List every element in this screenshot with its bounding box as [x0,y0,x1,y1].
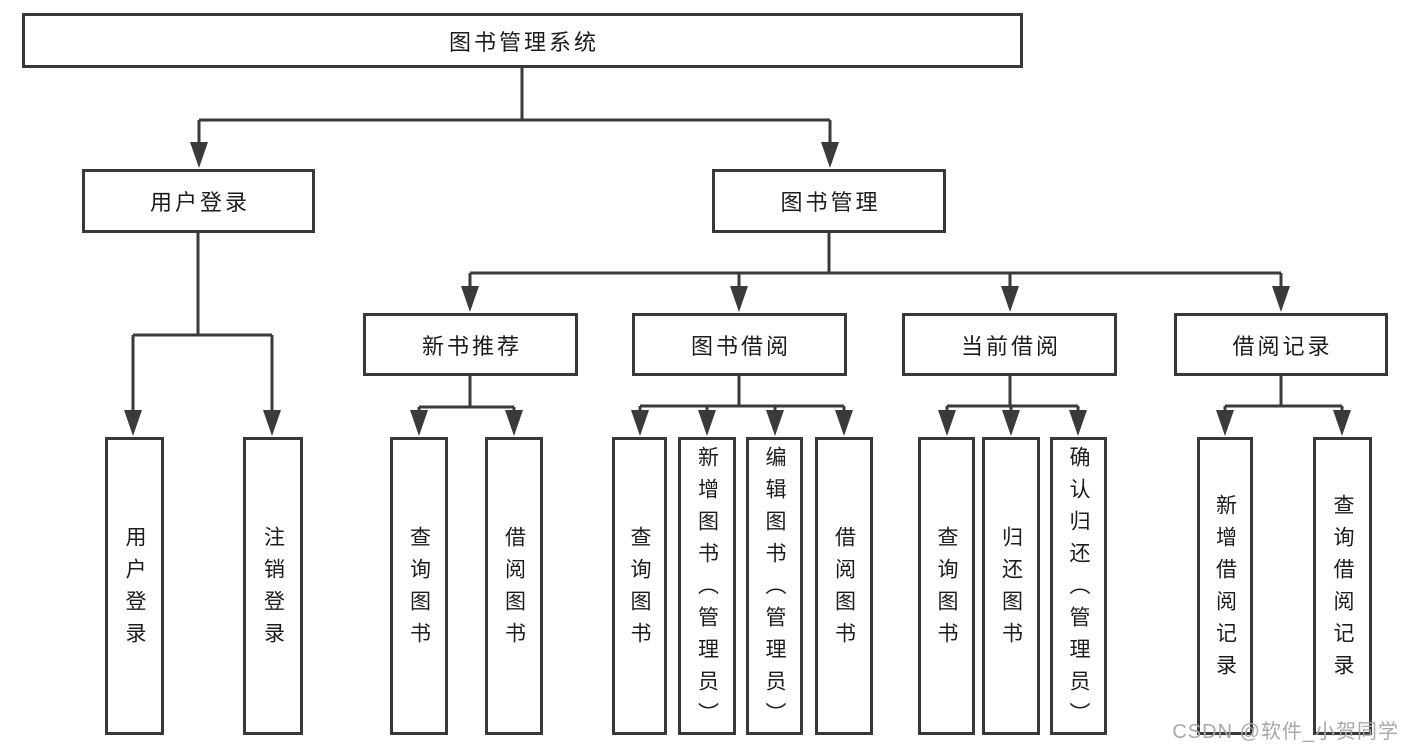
arrowhead [1333,410,1351,436]
node-new-book-recommend: 新书推荐 [363,313,578,376]
leaf-borrow-books-1: 借阅图书 [485,437,543,735]
arrowhead [124,410,142,436]
arrowhead [698,410,716,436]
arrowhead [1002,410,1020,436]
csdn-watermark: CSDN @软件_小贺同学 [1172,721,1399,743]
leaf-add-borrow-record: 新增借阅记录 [1197,437,1253,735]
leaf-logout: 注销登录 [243,437,303,735]
node-root: 图书管理系统 [22,13,1023,68]
leaf-query-borrow-record: 查询借阅记录 [1313,437,1372,735]
connector-borrow-records-to-leaves [1223,376,1344,413]
leaf-user-login: 用户登录 [105,437,164,735]
arrowhead [1272,286,1290,312]
node-user-login-branch: 用户登录 [82,169,315,233]
arrowhead [766,410,784,436]
connector-current-borrow-to-leaves [945,376,1080,413]
leaf-add-books-admin: 新增图书（管理员） [678,437,736,735]
connector-root-to-level2 [197,68,832,145]
node-book-management: 图书管理 [712,169,946,233]
leaf-query-books-1: 查询图书 [390,437,448,735]
node-current-borrow: 当前借阅 [902,313,1117,376]
leaf-query-books-2: 查询图书 [612,437,667,735]
node-book-borrow: 图书借阅 [632,313,847,376]
arrowhead [938,410,956,436]
arrowhead [1001,286,1019,312]
arrowhead [835,410,853,436]
arrowhead [1216,410,1234,436]
leaf-borrow-books-2: 借阅图书 [815,437,873,735]
connector-new-book-to-leaves [417,376,516,413]
leaf-return-books: 归还图书 [982,437,1040,735]
connector-book-mgmt-to-level3 [468,233,1283,289]
connector-book-borrow-to-leaves [638,376,846,413]
leaf-confirm-return-admin: 确认归还（管理员） [1050,437,1107,735]
arrowhead [263,410,281,436]
connector-user-login-to-leaves [131,233,274,413]
arrowhead [505,410,523,436]
node-borrow-records: 借阅记录 [1174,313,1388,376]
leaf-query-books-3: 查询图书 [918,437,975,735]
arrowhead [821,142,839,168]
arrowhead [461,286,479,312]
arrowhead [190,142,208,168]
arrowhead [631,410,649,436]
arrowhead [1069,410,1087,436]
arrowhead [410,410,428,436]
leaf-edit-books-admin: 编辑图书（管理员） [746,437,803,735]
arrowhead [730,286,748,312]
